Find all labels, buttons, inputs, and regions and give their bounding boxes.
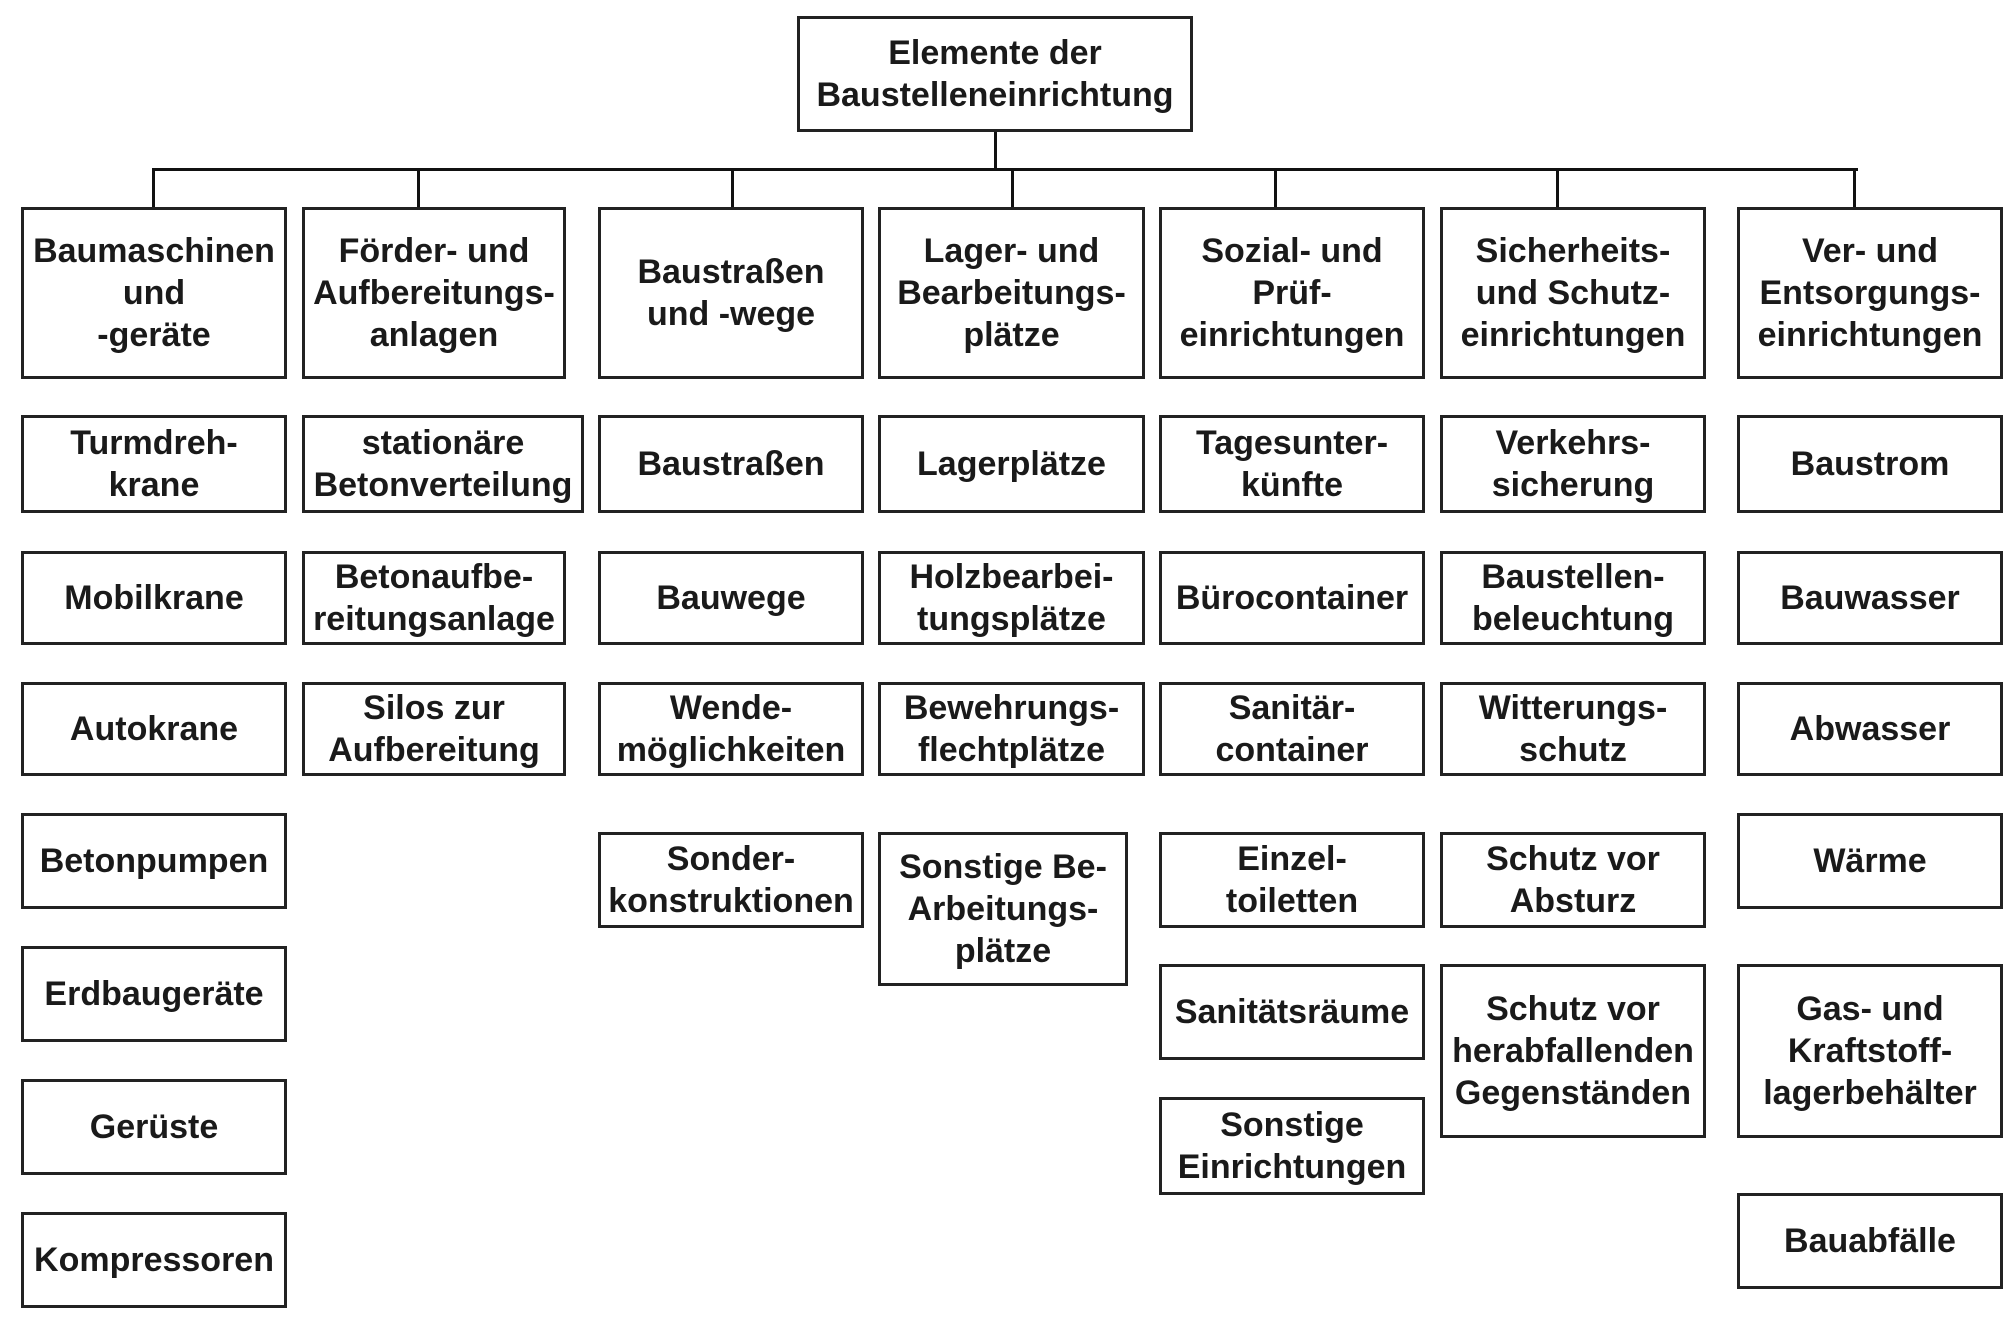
column-item: Baustraßen xyxy=(598,415,864,513)
item-label: Wärme xyxy=(1813,842,1927,880)
item-label: Sonstige Be- Arbeitungs- plätze xyxy=(899,848,1107,970)
item-label: Betonaufbe- reitungsanlage xyxy=(313,558,555,638)
item-label: Witterungs- schutz xyxy=(1478,689,1668,769)
column-header-label: Lager- und Bearbeitungs- plätze xyxy=(897,232,1126,354)
column-item: Abwasser xyxy=(1737,682,2003,776)
column-header: Sicherheits- und Schutz- einrichtungen xyxy=(1440,207,1706,379)
column-item: Verkehrs- sicherung xyxy=(1440,415,1706,513)
column-header: Lager- und Bearbeitungs- plätze xyxy=(878,207,1145,379)
item-label: Bauwasser xyxy=(1780,579,1960,617)
column-header-label: Baustraßen und -wege xyxy=(637,253,825,333)
root-label: Elemente der Baustelleneinrichtung xyxy=(816,34,1174,114)
item-label: Autokrane xyxy=(69,710,239,748)
column-item: Wärme xyxy=(1737,813,2003,909)
column-connector-line xyxy=(1853,168,1856,208)
item-label: Tagesunter- künfte xyxy=(1195,424,1389,504)
column-item: Sanitär- container xyxy=(1159,682,1425,776)
column-connector-line xyxy=(1556,168,1559,208)
column-header: Baustraßen und -wege xyxy=(598,207,864,379)
column-item: Turmdreh- krane xyxy=(21,415,287,513)
root-stem-line xyxy=(994,132,997,170)
column-item: stationäre Betonverteilung xyxy=(302,415,584,513)
column-item: Tagesunter- künfte xyxy=(1159,415,1425,513)
item-label: Sanitär- container xyxy=(1215,689,1369,769)
column-item: Witterungs- schutz xyxy=(1440,682,1706,776)
column-item: Einzel- toiletten xyxy=(1159,832,1425,928)
root-node: Elemente der Baustelleneinrichtung xyxy=(797,16,1193,132)
column-header: Ver- und Entsorgungs- einrichtungen xyxy=(1737,207,2003,379)
column-item: Erdbaugeräte xyxy=(21,946,287,1042)
item-label: Baustrom xyxy=(1790,445,1950,483)
item-label: Mobilkrane xyxy=(64,579,244,617)
column-header-label: Förder- und Aufbereitungs- anlagen xyxy=(313,232,555,354)
column-item: Baustellen- beleuchtung xyxy=(1440,551,1706,645)
item-label: Verkehrs- sicherung xyxy=(1491,424,1655,504)
column-item: Bauabfälle xyxy=(1737,1193,2003,1289)
column-item: Bauwege xyxy=(598,551,864,645)
column-item: Holzbearbei- tungsplätze xyxy=(878,551,1145,645)
column-item: Betonpumpen xyxy=(21,813,287,909)
column-header: Förder- und Aufbereitungs- anlagen xyxy=(302,207,566,379)
item-label: Schutz vor Absturz xyxy=(1486,840,1660,920)
column-item: Wende- möglichkeiten xyxy=(598,682,864,776)
column-header-label: Sozial- und Prüf- einrichtungen xyxy=(1179,232,1405,354)
column-item: Bewehrungs- flechtplätze xyxy=(878,682,1145,776)
item-label: Kompressoren xyxy=(34,1241,274,1279)
column-item: Gas- und Kraftstoff- lagerbehälter xyxy=(1737,964,2003,1138)
column-item: Silos zur Aufbereitung xyxy=(302,682,566,776)
column-item: Schutz vor Absturz xyxy=(1440,832,1706,928)
column-item: Bauwasser xyxy=(1737,551,2003,645)
column-connector-line xyxy=(152,168,155,208)
column-item: Sanitätsräume xyxy=(1159,964,1425,1060)
column-item: Bürocontainer xyxy=(1159,551,1425,645)
item-label: Turmdreh- krane xyxy=(70,424,238,504)
column-connector-line xyxy=(1274,168,1277,208)
item-label: stationäre Betonverteilung xyxy=(313,424,573,504)
item-label: Bewehrungs- flechtplätze xyxy=(903,689,1120,769)
column-item: Autokrane xyxy=(21,682,287,776)
item-label: Baustraßen xyxy=(637,445,825,483)
column-item: Sonder- konstruktionen xyxy=(598,832,864,928)
item-label: Bauabfälle xyxy=(1784,1222,1956,1260)
item-label: Erdbaugeräte xyxy=(44,975,264,1013)
item-label: Abwasser xyxy=(1789,710,1951,748)
item-label: Baustellen- beleuchtung xyxy=(1471,558,1675,638)
item-label: Sanitätsräume xyxy=(1174,993,1410,1031)
column-item: Schutz vor herabfallenden Gegenständen xyxy=(1440,964,1706,1138)
column-item: Lagerplätze xyxy=(878,415,1145,513)
item-label: Holzbearbei- tungsplätze xyxy=(909,558,1114,638)
column-item: Baustrom xyxy=(1737,415,2003,513)
item-label: Sonstige Einrichtungen xyxy=(1177,1106,1407,1186)
item-label: Betonpumpen xyxy=(39,842,269,880)
column-header: Sozial- und Prüf- einrichtungen xyxy=(1159,207,1425,379)
column-item: Sonstige Einrichtungen xyxy=(1159,1097,1425,1195)
item-label: Einzel- toiletten xyxy=(1225,840,1359,920)
item-label: Bauwege xyxy=(656,579,806,617)
item-label: Lagerplätze xyxy=(917,445,1106,483)
column-item: Betonaufbe- reitungsanlage xyxy=(302,551,566,645)
column-item: Gerüste xyxy=(21,1079,287,1175)
item-label: Silos zur Aufbereitung xyxy=(328,689,540,769)
column-connector-line xyxy=(1011,168,1014,208)
column-header: Baumaschinen und -geräte xyxy=(21,207,287,379)
column-connector-line xyxy=(417,168,420,208)
item-label: Schutz vor herabfallenden Gegenständen xyxy=(1452,990,1694,1112)
column-connector-line xyxy=(731,168,734,208)
item-label: Bürocontainer xyxy=(1175,579,1409,617)
item-label: Gerüste xyxy=(89,1108,219,1146)
item-label: Wende- möglichkeiten xyxy=(616,689,846,769)
column-header-label: Ver- und Entsorgungs- einrichtungen xyxy=(1757,232,1983,354)
column-item: Sonstige Be- Arbeitungs- plätze xyxy=(878,832,1128,986)
column-item: Mobilkrane xyxy=(21,551,287,645)
item-label: Sonder- konstruktionen xyxy=(608,840,854,920)
column-item: Kompressoren xyxy=(21,1212,287,1308)
horizontal-bus-line xyxy=(152,168,1858,171)
column-header-label: Baumaschinen und -geräte xyxy=(33,232,275,354)
item-label: Gas- und Kraftstoff- lagerbehälter xyxy=(1763,990,1977,1112)
column-header-label: Sicherheits- und Schutz- einrichtungen xyxy=(1460,232,1686,354)
